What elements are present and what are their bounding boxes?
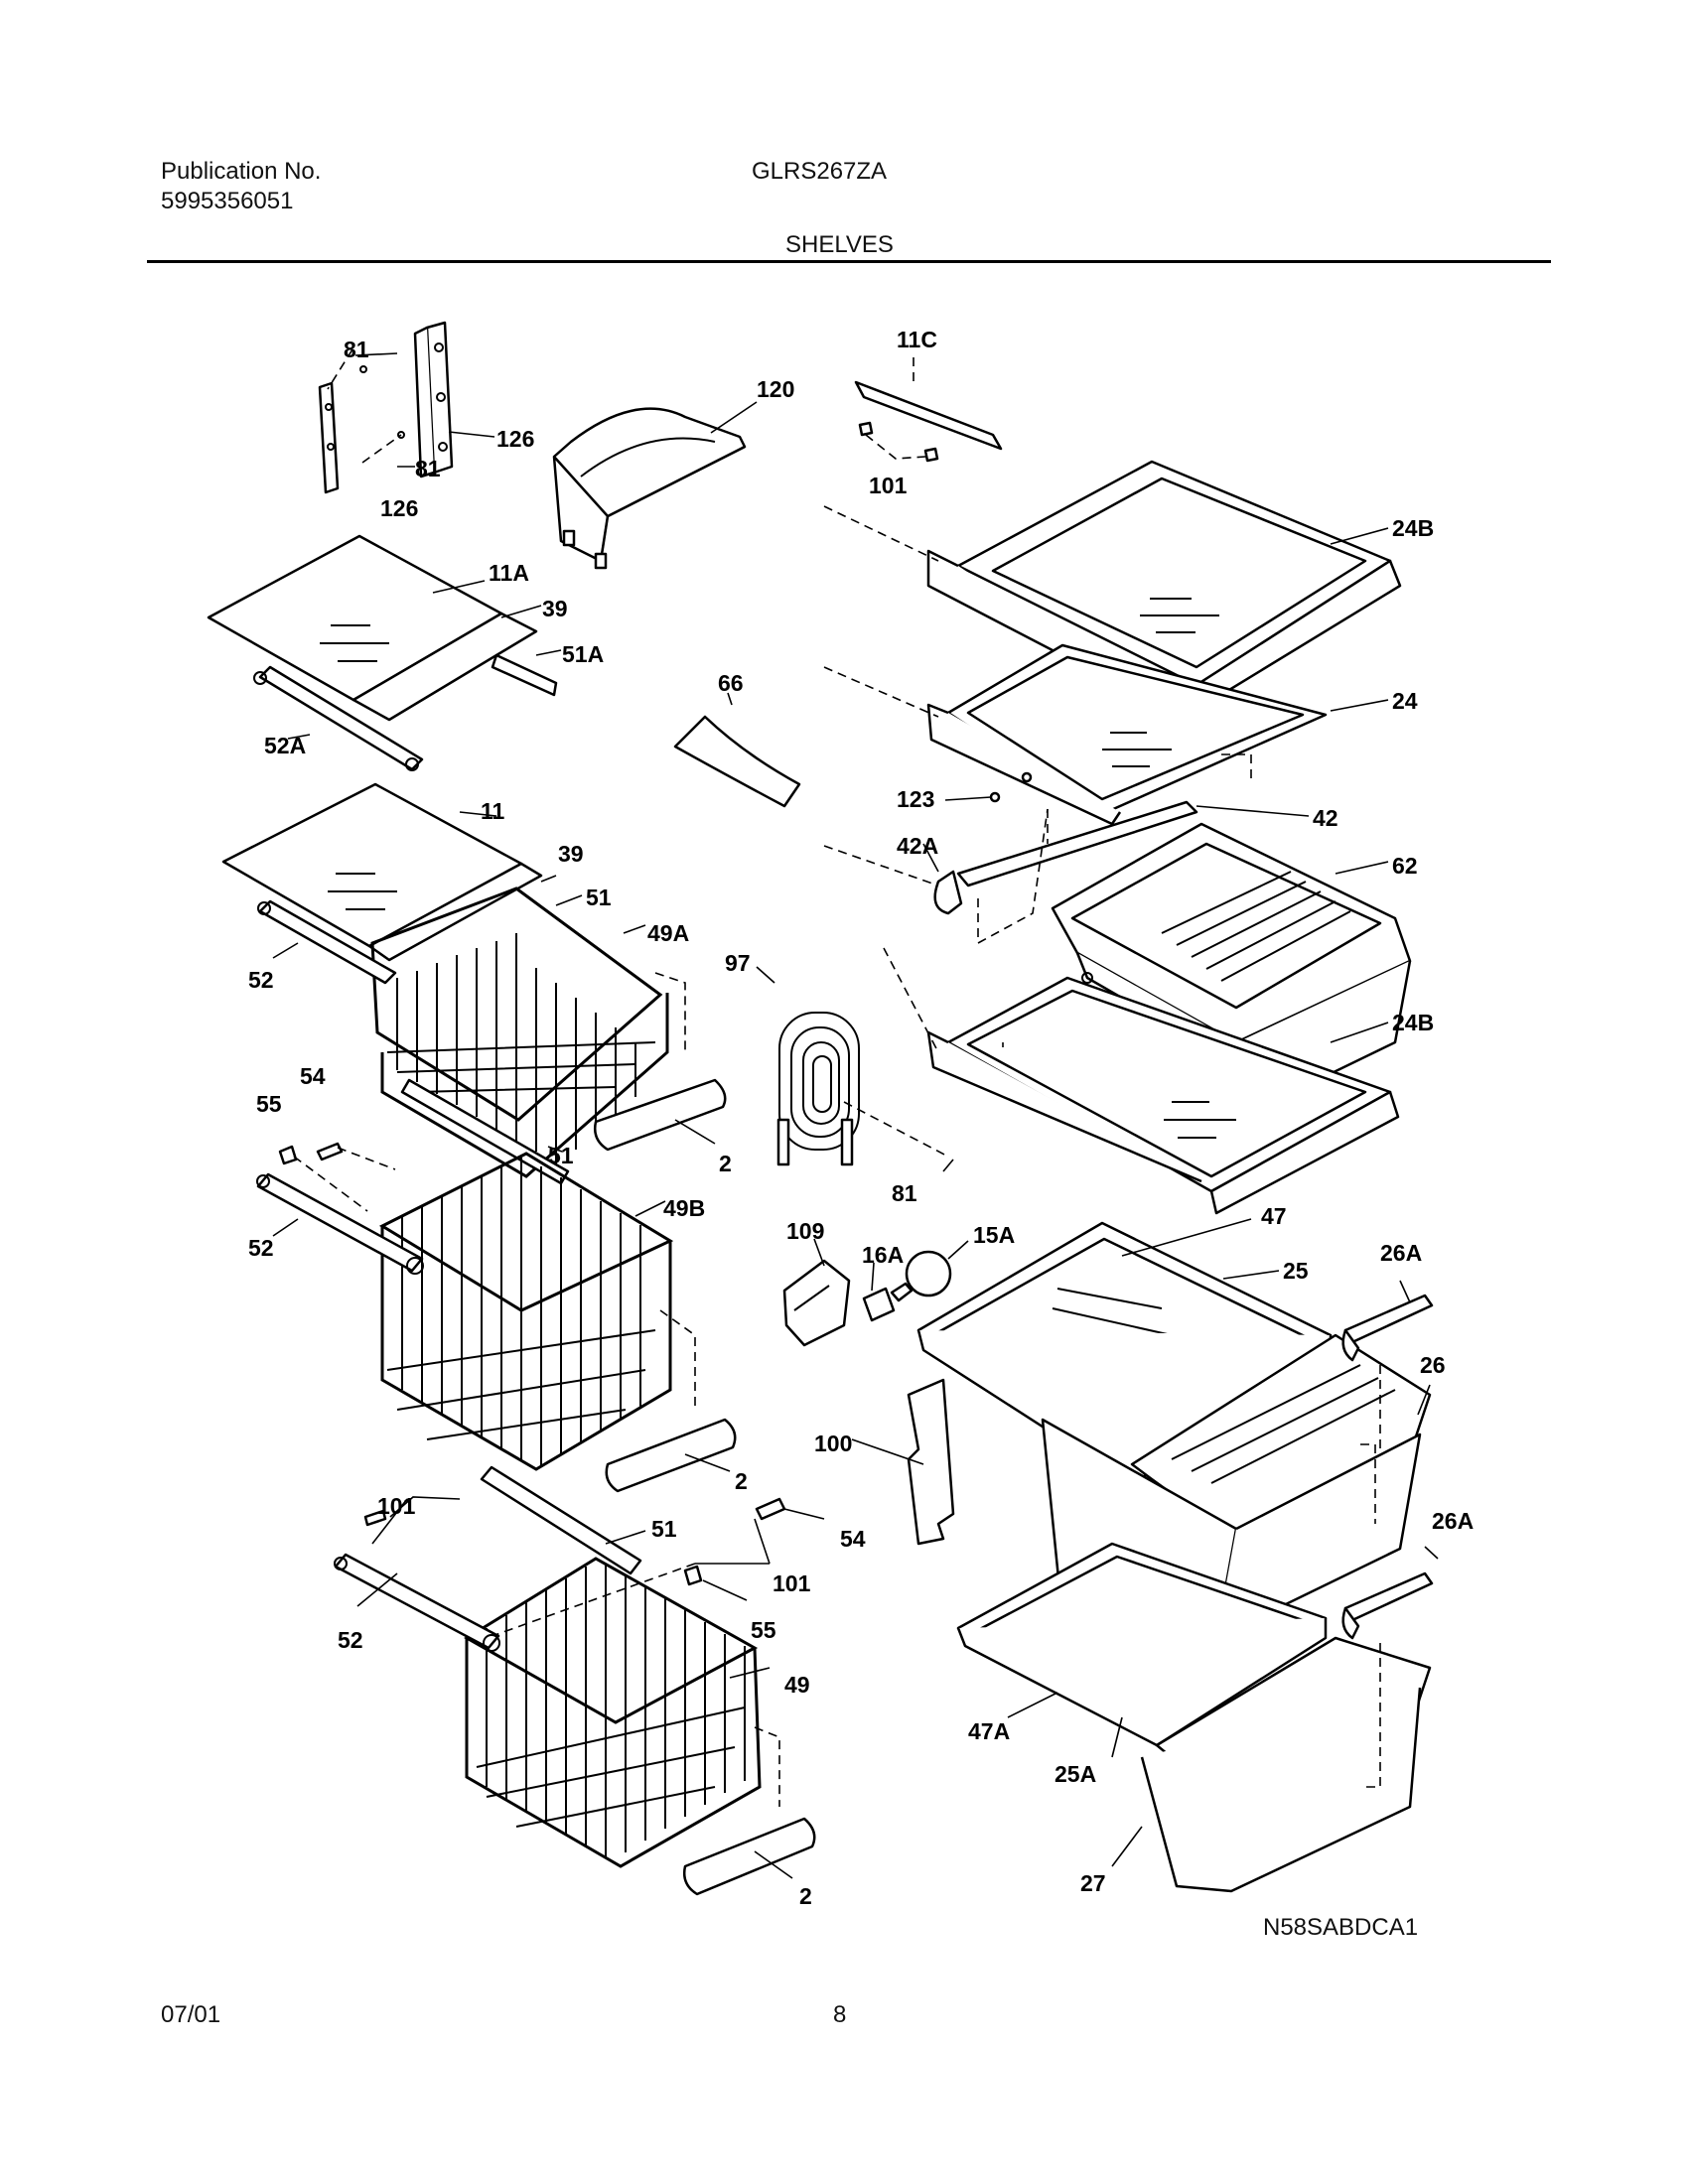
- callout-101-top: 101: [869, 473, 908, 498]
- callout-100: 100: [814, 1431, 852, 1456]
- callout-62: 62: [1392, 853, 1418, 879]
- callout-47A: 47A: [968, 1718, 1010, 1744]
- rail-52-lower: [334, 1553, 500, 1652]
- callout-49A: 49A: [647, 920, 689, 946]
- callout-24B-lower: 24B: [1392, 1010, 1434, 1035]
- callout-39-lower: 39: [558, 841, 584, 867]
- screw-55: [278, 1145, 298, 1165]
- socket-16A: [862, 1287, 896, 1322]
- callout-52-lower: 52: [338, 1627, 363, 1653]
- callout-49B: 49B: [663, 1195, 705, 1221]
- callout-39-upper: 39: [542, 596, 568, 621]
- rail-52-middle: [256, 1172, 424, 1275]
- callout-15A: 15A: [973, 1222, 1015, 1248]
- callout-51A: 51A: [562, 641, 604, 667]
- glass-shelf-11A: [207, 534, 558, 771]
- rail-52-upper: [257, 899, 397, 985]
- trim-2-upper: [594, 1078, 727, 1152]
- callout-66: 66: [718, 670, 744, 696]
- bracket-126-right: [413, 321, 454, 478]
- callout-26A-upper: 26A: [1380, 1240, 1422, 1266]
- callout-101-left: 101: [377, 1493, 416, 1519]
- clip-26A-lower: [1341, 1571, 1434, 1640]
- callout-47: 47: [1261, 1203, 1287, 1229]
- callout-16A: 16A: [862, 1242, 904, 1268]
- callout-54: 54: [300, 1063, 326, 1089]
- callout-101-right: 101: [773, 1570, 811, 1596]
- callout-27: 27: [1080, 1870, 1106, 1896]
- rail-11C: [854, 380, 1003, 451]
- wire-basket-49A: [370, 887, 669, 1178]
- callout-54-lower: 54: [840, 1526, 866, 1552]
- callout-26: 26: [1420, 1352, 1446, 1378]
- bracket-126-left: [318, 381, 340, 494]
- callout-52-middle: 52: [248, 1235, 274, 1261]
- section-title: SHELVES: [785, 231, 894, 258]
- rail-51-middle: [400, 1078, 570, 1185]
- panel-100: [907, 1378, 955, 1546]
- callout-55-lower: 55: [751, 1617, 776, 1643]
- callout-52A: 52A: [264, 733, 306, 758]
- light-cover-109: [782, 1259, 851, 1347]
- callout-120: 120: [757, 376, 794, 402]
- screw-101-top: [858, 421, 939, 463]
- screw-54: [316, 1142, 344, 1161]
- shelf-24B-upper: [926, 460, 1402, 709]
- callout-24: 24: [1392, 688, 1418, 714]
- callout-2-lower: 2: [799, 1883, 812, 1909]
- callout-126-right: 126: [496, 426, 534, 452]
- wire-basket-49B: [378, 1152, 674, 1471]
- callout-24B-upper: 24B: [1392, 515, 1434, 541]
- revision-date: 07/01: [161, 2001, 221, 2028]
- callout-labels: 81 126 81 126 120 11C 101 24B 11A 39 51A…: [248, 327, 1474, 1909]
- callout-109: 109: [786, 1218, 824, 1244]
- callout-51-middle: 51: [548, 1143, 574, 1168]
- callout-42: 42: [1313, 805, 1338, 831]
- callout-97: 97: [725, 950, 751, 976]
- trim-2-lower: [683, 1817, 816, 1896]
- cover-66: [673, 715, 801, 808]
- callout-51-upper: 51: [586, 885, 612, 910]
- shelf-24B-lower: [926, 976, 1400, 1215]
- ice-maker-coil-97: [776, 1012, 860, 1166]
- slide-42: [956, 800, 1198, 887]
- diagram-code: N58SABDCA1: [1263, 1914, 1419, 1941]
- trim-2-middle: [605, 1418, 737, 1493]
- page-number: 8: [833, 2001, 847, 2028]
- bulb-15A: [890, 1250, 952, 1302]
- publication-number: 5995356051: [161, 188, 294, 214]
- callout-81-top: 81: [344, 337, 369, 362]
- callout-25A: 25A: [1055, 1761, 1096, 1787]
- callout-52-upper: 52: [248, 967, 274, 993]
- callout-81-coil: 81: [892, 1180, 917, 1206]
- callout-11A: 11A: [489, 560, 529, 586]
- shelf-24: [926, 643, 1328, 826]
- wire-basket-49: [464, 1557, 762, 1868]
- callout-49: 49: [784, 1672, 810, 1698]
- clip-26A-upper: [1341, 1294, 1434, 1362]
- callout-51-lower: 51: [651, 1516, 677, 1542]
- rail-51-lower: [480, 1465, 642, 1575]
- callout-11: 11: [481, 798, 505, 824]
- callout-81-mid: 81: [415, 456, 441, 481]
- crisper-drawer-27: [1140, 1636, 1432, 1893]
- callout-55: 55: [256, 1091, 282, 1117]
- callout-42A: 42A: [897, 833, 938, 859]
- callout-25: 25: [1283, 1258, 1309, 1284]
- door-bin-120: [552, 407, 747, 570]
- model-number: GLRS267ZA: [752, 158, 888, 185]
- callout-123: 123: [897, 786, 934, 812]
- slide-42A: [933, 870, 963, 915]
- header-rule: [147, 260, 1551, 263]
- screw-101-left: [363, 1509, 387, 1527]
- publication-label: Publication No.: [161, 158, 322, 185]
- screw-54-lower: [755, 1497, 786, 1521]
- callout-126-left: 126: [380, 495, 418, 521]
- spacer-55-lower: [683, 1565, 703, 1586]
- callout-2-middle: 2: [735, 1468, 748, 1494]
- callout-2-upper: 2: [719, 1151, 732, 1176]
- callout-26A-lower: 26A: [1432, 1508, 1474, 1534]
- callout-11C: 11C: [897, 327, 937, 352]
